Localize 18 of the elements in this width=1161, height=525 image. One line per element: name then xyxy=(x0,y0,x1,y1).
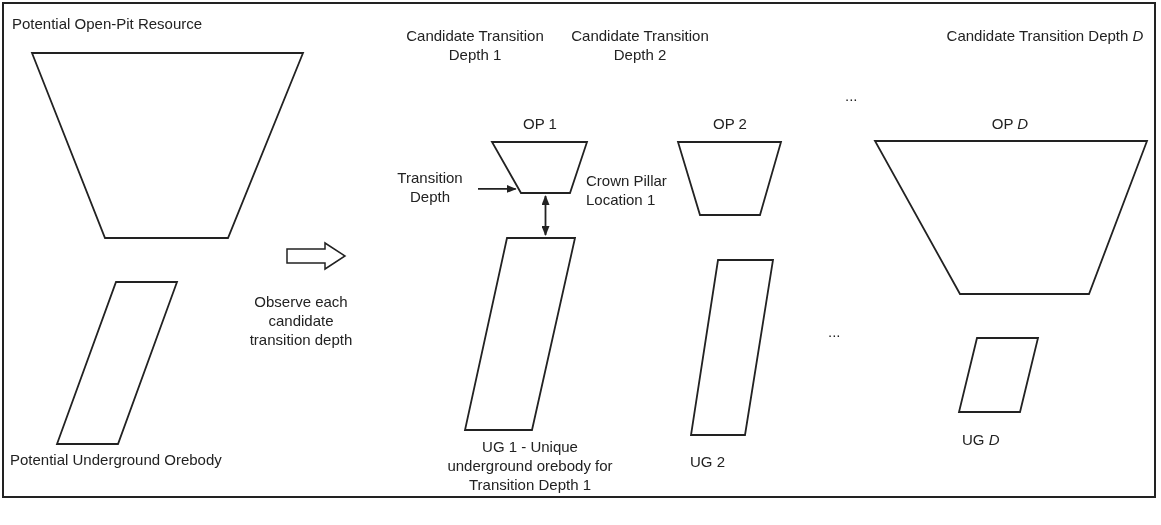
arrow xyxy=(477,184,517,193)
shape-label: UG 2 xyxy=(690,452,726,471)
arrow xyxy=(541,195,550,236)
shape-label: UG D xyxy=(962,430,1001,449)
column-heading: Candidate Transition Depth 1 xyxy=(405,26,545,64)
annotation-text: Observe each candidate transition depth xyxy=(248,292,354,349)
callout-text: Transition Depth xyxy=(396,168,464,206)
shape-label: UG 1 - Unique underground orebody for Transition Depth 1 xyxy=(446,437,614,494)
shape-label: Potential Open-Pit Resource xyxy=(12,14,204,33)
ellipsis: ... xyxy=(845,86,859,105)
column-heading: Candidate Transition Depth D xyxy=(945,26,1145,45)
shape-label: OP 1 xyxy=(522,114,558,133)
ellipsis: ... xyxy=(828,322,842,341)
shape-label: OP 2 xyxy=(712,114,748,133)
column-heading: Candidate Transition Depth 2 xyxy=(570,26,710,64)
shape-label: OP D xyxy=(990,114,1030,133)
edge-label: Crown Pillar Location 1 xyxy=(586,171,668,209)
shape-label: Potential Underground Orebody xyxy=(10,450,223,469)
